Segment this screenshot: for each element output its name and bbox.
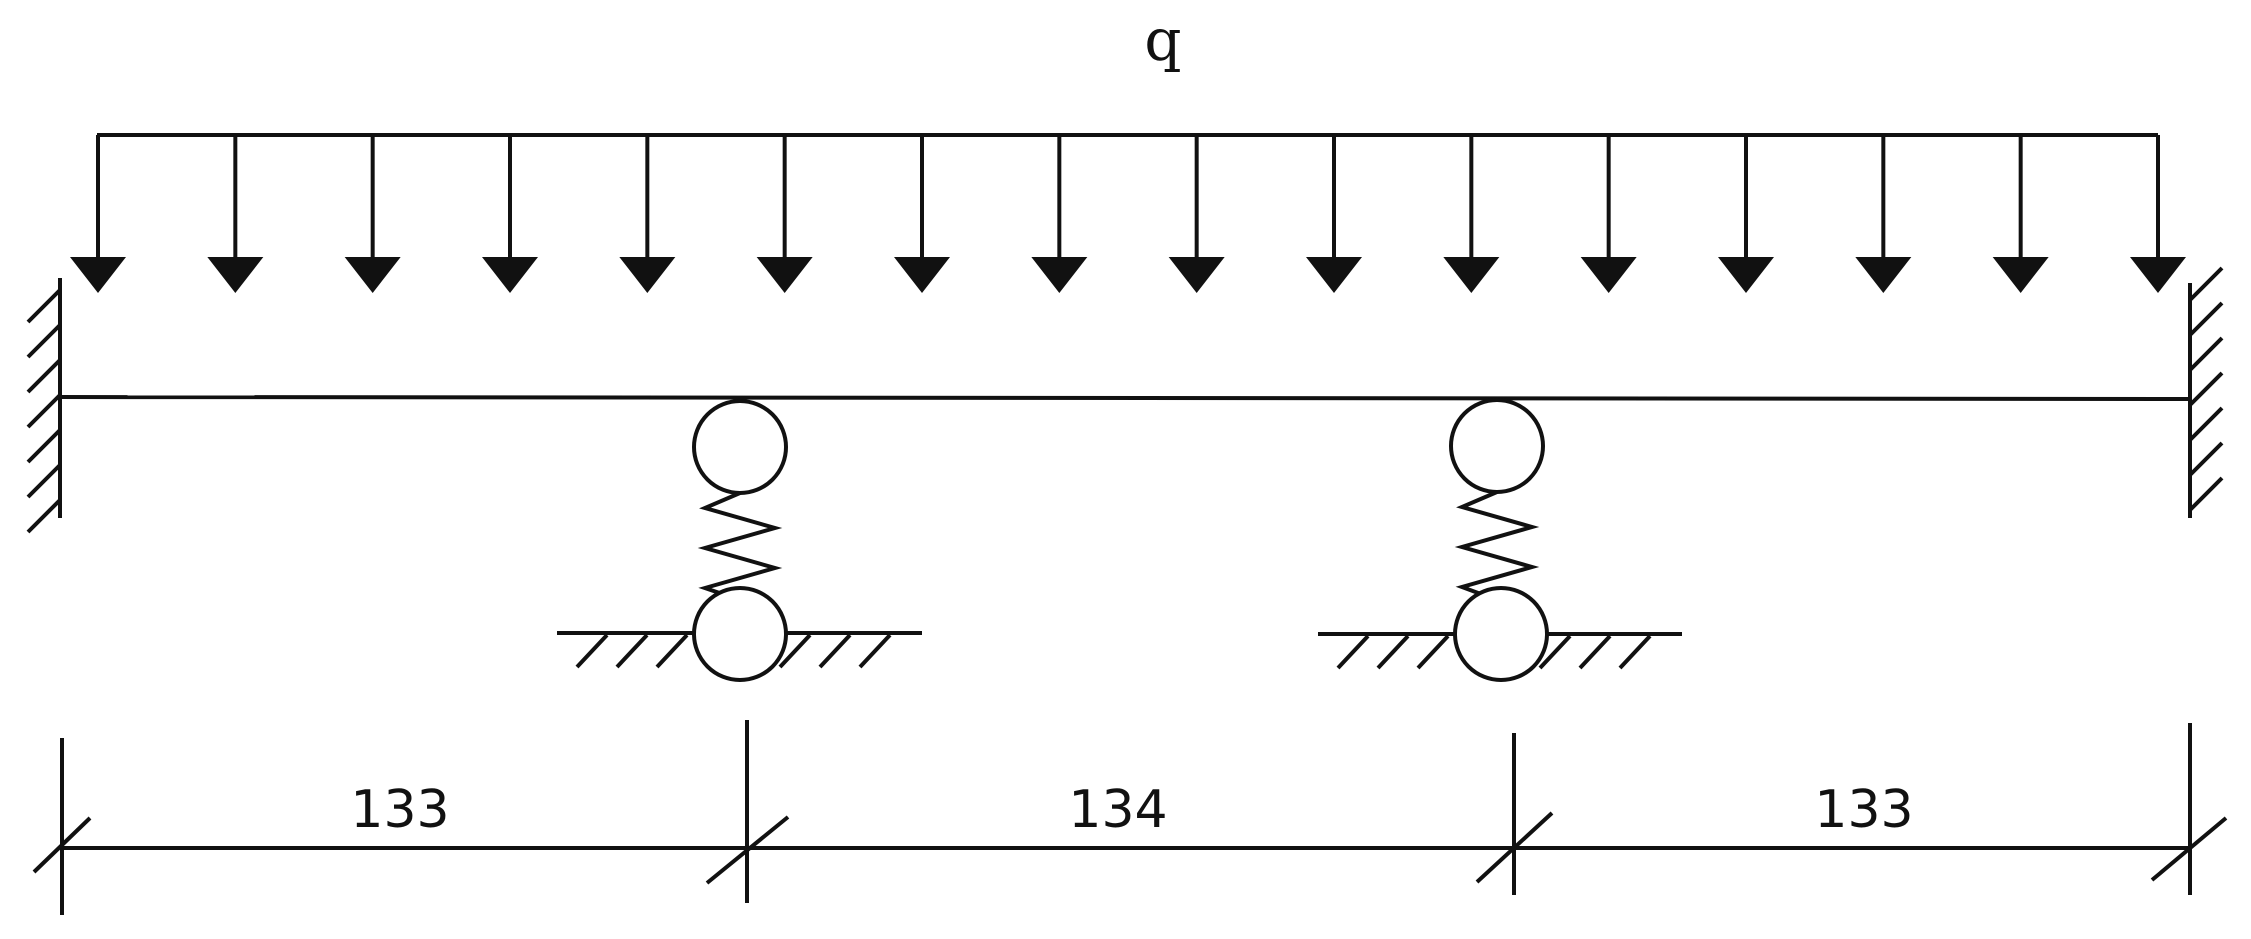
load-arrow-head bbox=[1168, 257, 1225, 293]
span-label-1: 133 bbox=[350, 780, 449, 840]
load-arrow-head bbox=[1580, 257, 1637, 293]
load-arrow-head bbox=[1306, 257, 1362, 293]
dimension-lines bbox=[32, 720, 2228, 915]
right-fixed-support bbox=[2188, 266, 2224, 518]
dimension-tick-3 bbox=[1475, 811, 1554, 884]
spring-support-1 bbox=[557, 399, 922, 682]
distributed-load bbox=[70, 133, 2186, 293]
spring-bottom-roller-2 bbox=[1453, 586, 1549, 682]
ground-hatch-2 bbox=[1336, 634, 1652, 670]
load-arrow-head bbox=[70, 257, 126, 293]
spring-coil-1 bbox=[697, 491, 783, 602]
dimension-tick-1 bbox=[32, 816, 92, 874]
spring-top-roller-2 bbox=[1449, 398, 1545, 494]
load-arrow-head bbox=[1718, 257, 1774, 293]
load-label-q: q bbox=[1144, 6, 1181, 74]
load-arrow-head bbox=[894, 257, 950, 293]
ground-hatch-1 bbox=[575, 633, 892, 669]
spring-support-2 bbox=[1318, 398, 1682, 682]
load-arrow-head bbox=[1443, 257, 1500, 293]
load-arrow-head bbox=[756, 257, 813, 293]
span-label-2: 134 bbox=[1068, 780, 1167, 840]
load-arrow-head bbox=[619, 257, 676, 293]
spring-coil-2 bbox=[1454, 490, 1540, 602]
beam bbox=[59, 395, 2191, 401]
span-label-3: 133 bbox=[1814, 780, 1913, 840]
dimension-tick-2 bbox=[705, 815, 790, 885]
load-arrow-head bbox=[344, 257, 401, 293]
load-arrow-head bbox=[207, 257, 264, 293]
left-fixed-support bbox=[26, 278, 62, 534]
load-arrow-head bbox=[1031, 257, 1088, 293]
load-arrow-head bbox=[482, 257, 538, 293]
spring-bottom-roller-1 bbox=[692, 586, 788, 682]
dimension-tick-4 bbox=[2150, 816, 2228, 882]
load-arrow-head bbox=[1992, 257, 2049, 293]
spring-top-roller-1 bbox=[692, 399, 788, 495]
load-arrow-head bbox=[1855, 257, 1912, 293]
load-arrow-head bbox=[2130, 257, 2186, 293]
